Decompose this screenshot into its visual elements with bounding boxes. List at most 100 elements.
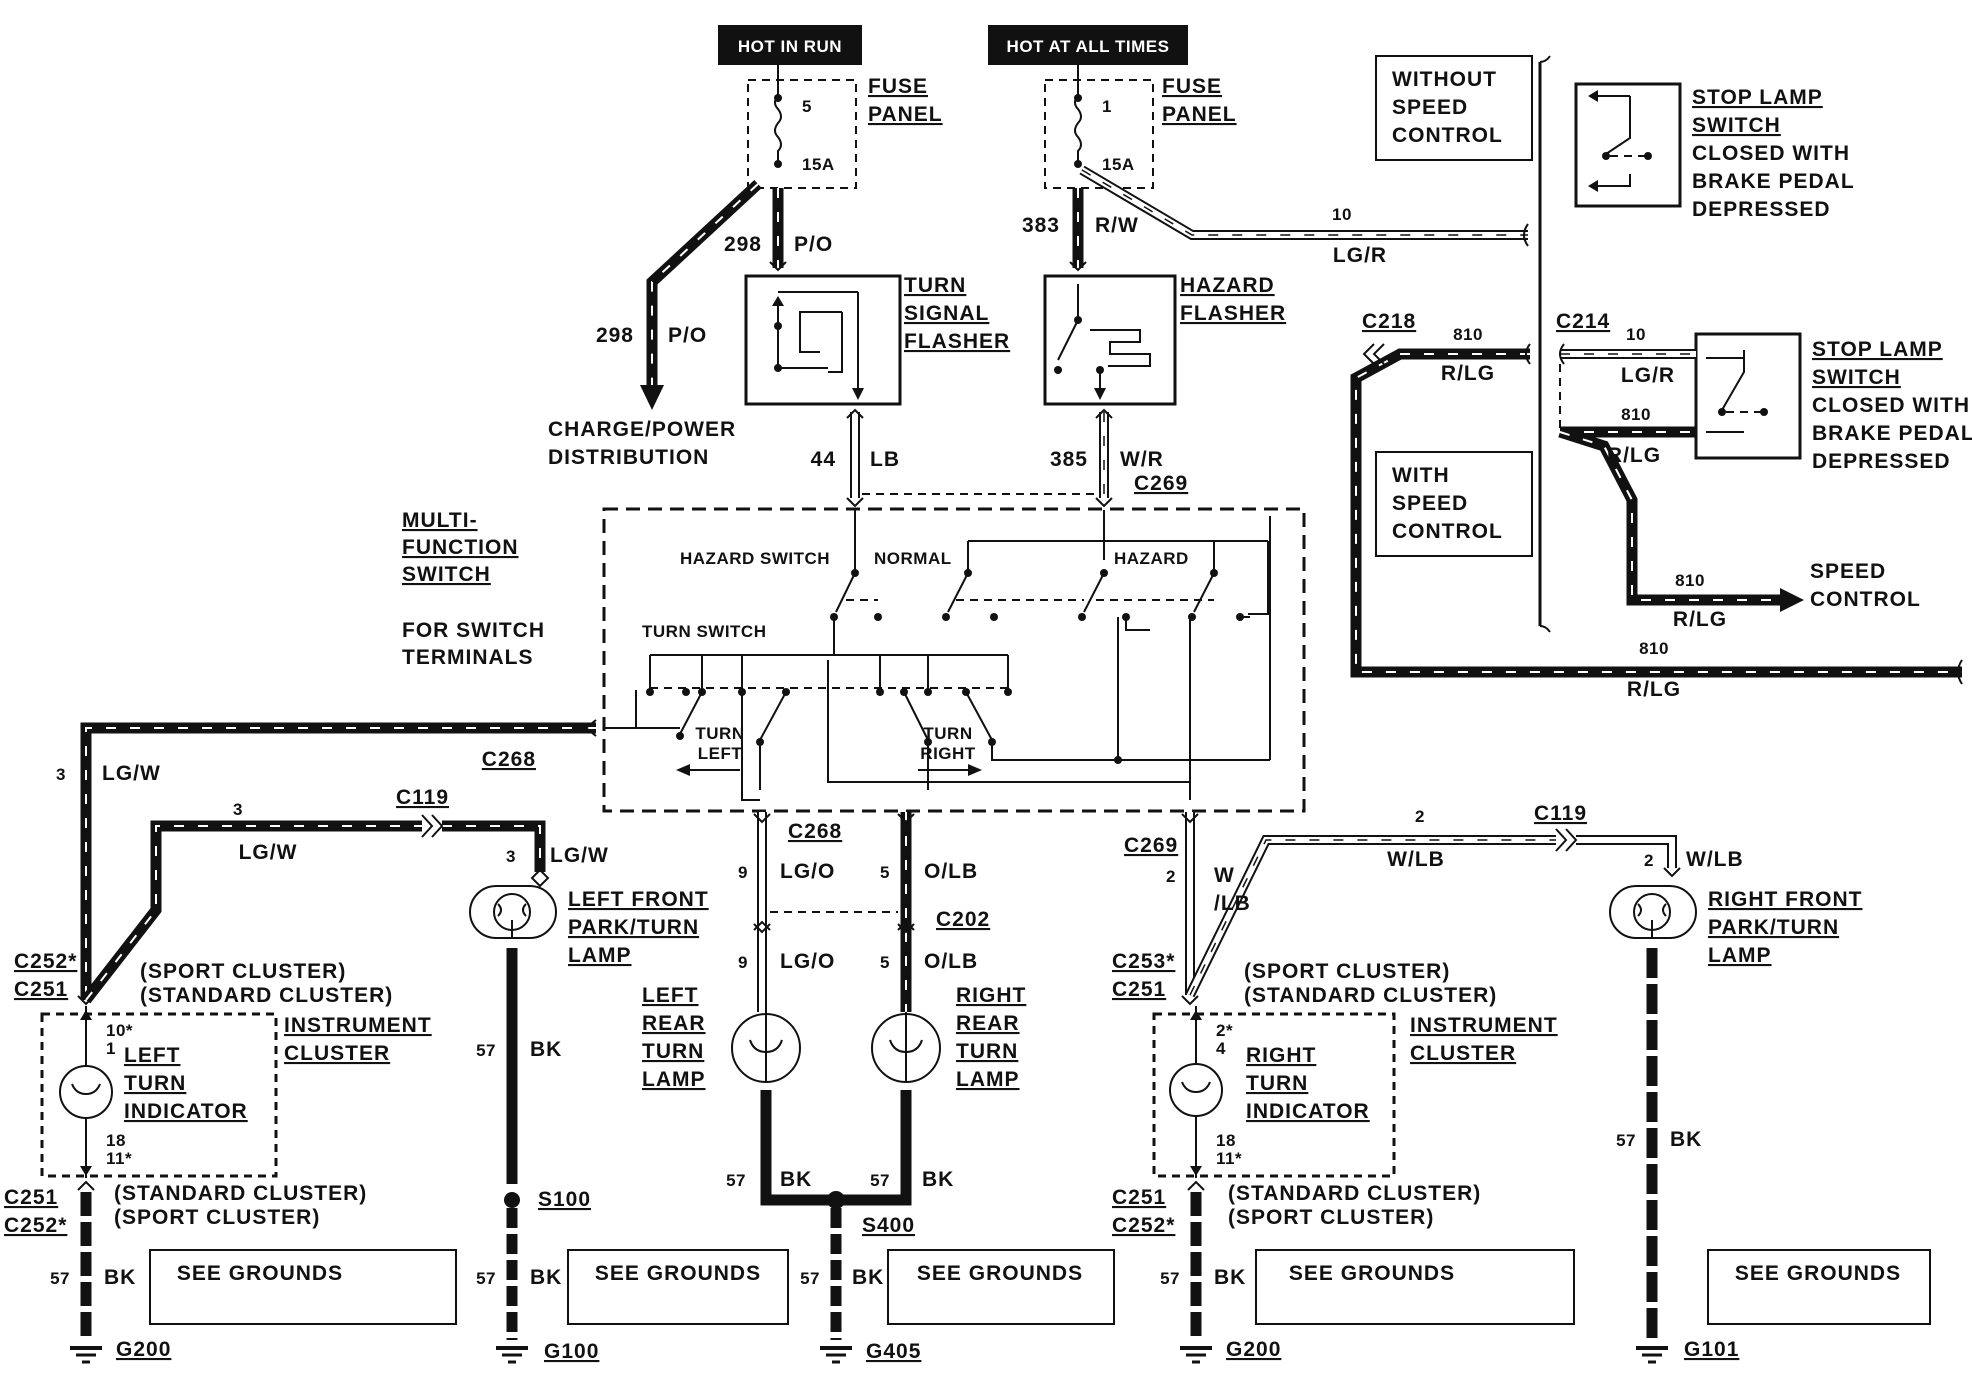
- turn-signal-flasher-label-1: TURN: [904, 274, 966, 297]
- w9-top-circuit: 9: [738, 863, 748, 882]
- w5-bot-color: O/LB: [924, 950, 978, 973]
- bk-circuit-g405: 57: [800, 1269, 820, 1288]
- w298-side-circuit: 298: [596, 324, 634, 347]
- w810-c214-color: R/LG: [1607, 444, 1661, 467]
- with-speed-control-box: [1375, 451, 1533, 557]
- wire-2-lamp: [1576, 835, 1677, 868]
- bk-circuit-g100-lower: 57: [476, 1269, 496, 1288]
- stop-lamp-switch-top-label-5: DEPRESSED: [1692, 198, 1831, 221]
- w298-top-color: P/O: [794, 233, 833, 256]
- hazard-switch-label: HAZARD SWITCH: [680, 549, 830, 568]
- connector-c253-top-right: C253*: [1112, 950, 1175, 973]
- see-grounds-label-5: SEE GROUNDS: [1735, 1262, 1901, 1285]
- left-rear-lamp-label-4: LAMP: [642, 1068, 706, 1091]
- bk-color-g101: BK: [1670, 1128, 1702, 1151]
- turn-left-label-1: TURN: [695, 724, 744, 743]
- w810-c214-circuit: 810: [1621, 405, 1651, 424]
- w810-c218-color: R/LG: [1441, 362, 1495, 385]
- multi-function-switch: [602, 507, 1306, 813]
- bk-color-g200-right: BK: [1214, 1266, 1246, 1289]
- see-grounds-label-3: SEE GROUNDS: [917, 1262, 1083, 1285]
- w298-side-color: P/O: [668, 324, 707, 347]
- w3-mid-circuit: 3: [233, 800, 243, 819]
- w44-color: LB: [870, 448, 900, 471]
- charge-power-label-2: DISTRIBUTION: [548, 446, 709, 469]
- w3-left-color: LG/W: [102, 762, 161, 785]
- w44-circuit: 44: [811, 448, 836, 471]
- ground-g101-icon: [1636, 1346, 1668, 1364]
- right-standard-cluster-top: (STANDARD CLUSTER): [1244, 984, 1497, 1007]
- turn-left-label-2: LEFT: [698, 744, 743, 763]
- left-front-lamp-label-1: LEFT FRONT: [568, 888, 709, 911]
- multi-function-switch-label-2: FUNCTION: [402, 536, 519, 559]
- ground-g405-icon: [820, 1346, 852, 1364]
- stop-lamp-switch-bottom: [1694, 332, 1802, 460]
- left-front-lamp-label-2: PARK/TURN: [568, 916, 699, 939]
- right-front-lamp-label-2: PARK/TURN: [1708, 916, 1839, 939]
- right-front-lamp-label-1: RIGHT FRONT: [1708, 888, 1862, 911]
- hot-in-run-tag: [718, 25, 862, 65]
- fuse-panel-right-label-2: PANEL: [1162, 103, 1237, 126]
- bk-color-g200-left: BK: [104, 1266, 136, 1289]
- w9-bot-circuit: 9: [738, 953, 748, 972]
- without-speed-control-label-2: SPEED: [1392, 96, 1468, 119]
- right-instrument-cluster-label-2: CLUSTER: [1410, 1042, 1516, 1065]
- w10-top-circuit: 10: [1332, 205, 1352, 224]
- w2-mid-circuit: 2: [1415, 807, 1425, 826]
- w3-left-circuit: 3: [56, 765, 66, 784]
- turn-right-label-2: RIGHT: [920, 744, 976, 763]
- left-instrument-cluster-label-1: INSTRUMENT: [284, 1014, 432, 1037]
- bk-circuit-g200-right: 57: [1160, 1269, 1180, 1288]
- without-speed-control-box: [1375, 55, 1533, 161]
- with-speed-control-label-1: WITH: [1392, 464, 1450, 487]
- fuse-panel-left-label-2: PANEL: [868, 103, 943, 126]
- bk-color-right-rear: BK: [922, 1168, 954, 1191]
- fuse-panel-right-label-1: FUSE: [1162, 75, 1222, 98]
- bk-color-left-rear: BK: [780, 1168, 812, 1191]
- stop-lamp-switch-top-label-1: STOP LAMP: [1692, 86, 1823, 109]
- left-indicator-label-1: LEFT: [124, 1044, 181, 1067]
- left-rear-turn-lamp: [731, 1012, 801, 1083]
- left-front-lamp-label-3: LAMP: [568, 944, 632, 967]
- ground-g200-right-label: G200: [1226, 1338, 1281, 1361]
- hot-at-all-times-tag: [988, 25, 1188, 65]
- left-pin-top-1: 10*: [106, 1021, 133, 1040]
- right-rear-lamp-label-2: REAR: [956, 1012, 1020, 1035]
- splice-s100: [504, 1192, 520, 1208]
- without-speed-control-label-3: CONTROL: [1392, 124, 1503, 147]
- w2-c269-circuit: 2: [1166, 867, 1176, 886]
- arrow-speed-control: [1780, 588, 1804, 612]
- w298-top-circuit: 298: [724, 233, 762, 256]
- fuse-panel-left: 5 15A: [747, 65, 857, 189]
- w9-bot-color: LG/O: [780, 950, 835, 973]
- bk-circuit-left-rear: 57: [726, 1171, 746, 1190]
- fuse-right-rating: 15A: [1102, 155, 1135, 174]
- left-rear-lamp-label-3: TURN: [642, 1040, 704, 1063]
- right-front-park-turn-lamp: [1609, 867, 1697, 939]
- see-grounds-box-5: [1707, 1249, 1931, 1325]
- ground-g200-right-icon: [1180, 1346, 1212, 1364]
- stop-lamp-switch-bottom-label-4: BRAKE PEDAL: [1812, 422, 1972, 445]
- connector-c252-bottom-left: C252*: [4, 1214, 67, 1237]
- see-grounds-box-4: [1255, 1249, 1575, 1325]
- w5-bot-circuit: 5: [880, 953, 890, 972]
- w9-top-color: LG/O: [780, 860, 835, 883]
- w2-c269-color-b: /LB: [1214, 892, 1251, 915]
- left-sport-cluster-bottom: (SPORT CLUSTER): [114, 1206, 320, 1229]
- see-grounds-box-3: [887, 1249, 1115, 1325]
- w5-top-circuit: 5: [880, 863, 890, 882]
- right-indicator-label-3: INDICATOR: [1246, 1100, 1370, 1123]
- right-instrument-cluster-label-1: INSTRUMENT: [1410, 1014, 1558, 1037]
- connector-c269-mid: C269: [1124, 834, 1178, 857]
- ground-g200-left-label: G200: [116, 1338, 171, 1361]
- splice-s100-label: S100: [538, 1188, 591, 1211]
- left-pin-top-2: 1: [106, 1039, 116, 1058]
- bk-color-g405: BK: [852, 1266, 884, 1289]
- stop-lamp-switch-bottom-label-5: DEPRESSED: [1812, 450, 1951, 473]
- connector-c202: C202: [936, 908, 990, 931]
- right-turn-indicator: [1152, 1006, 1396, 1178]
- normal-label: NORMAL: [874, 549, 952, 568]
- connector-c251-top-right: C251: [1112, 978, 1166, 1001]
- multi-function-switch-label-3: SWITCH: [402, 563, 491, 586]
